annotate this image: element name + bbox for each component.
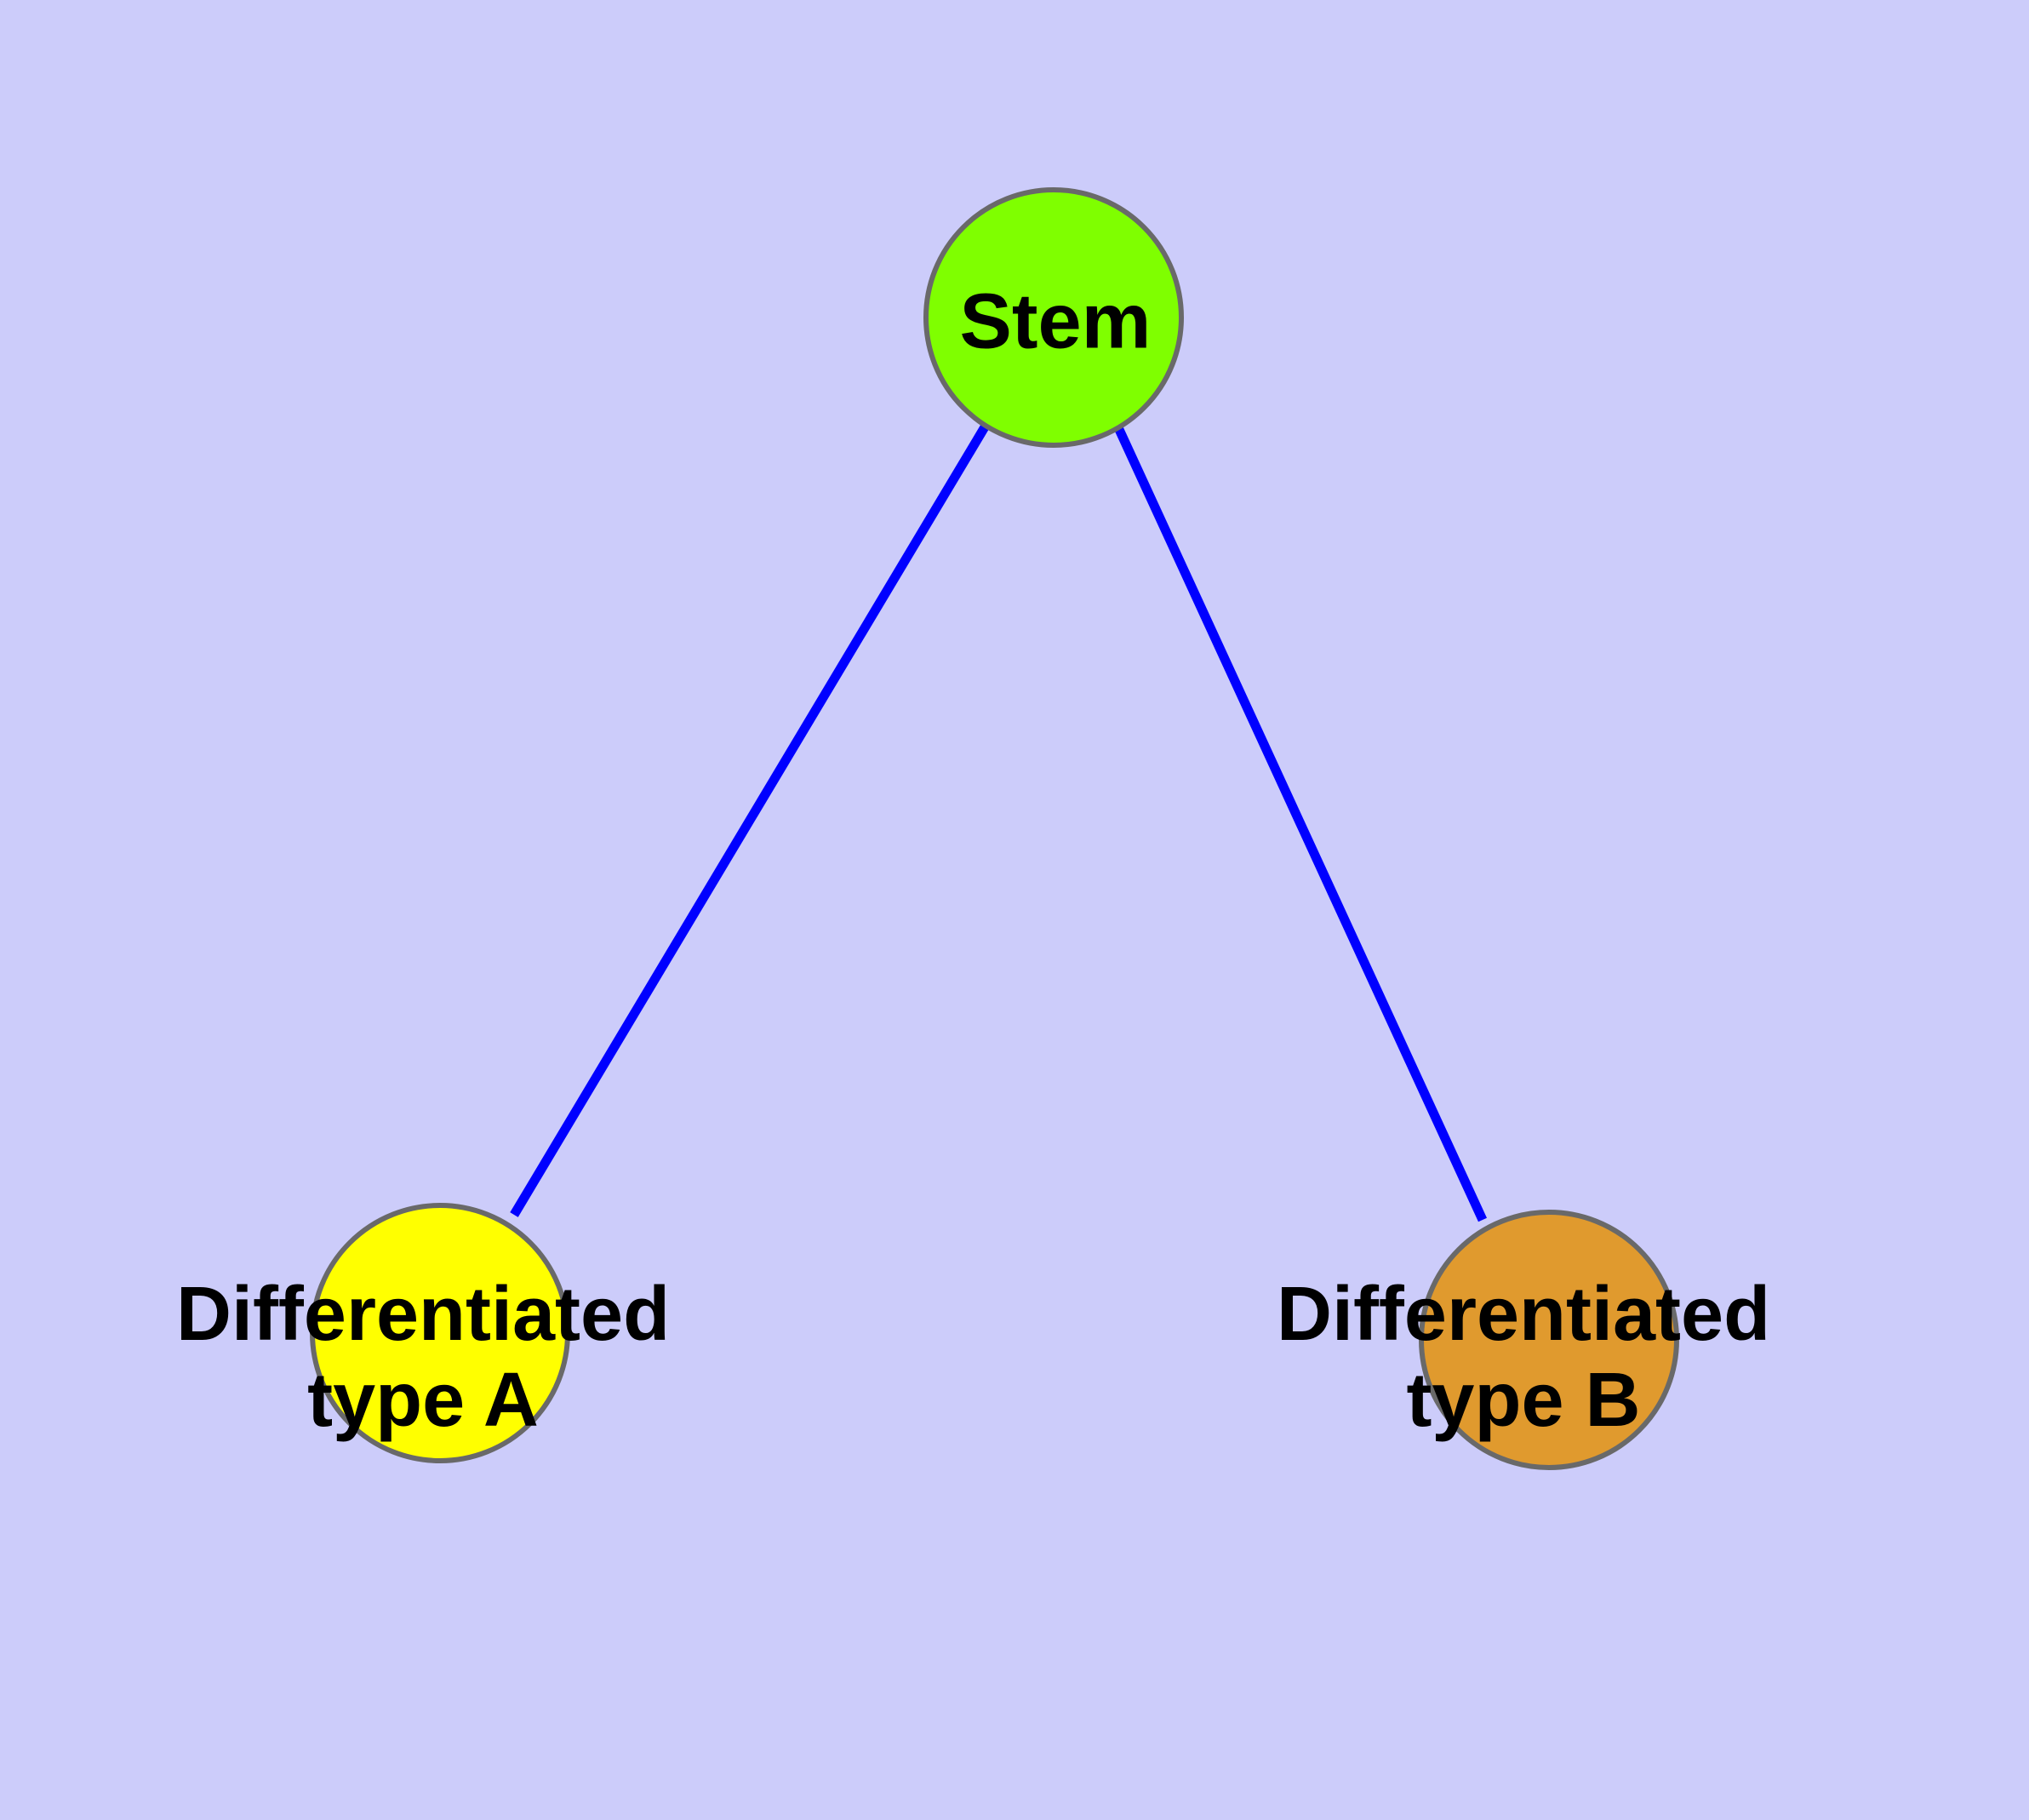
node-stem-circle[interactable] xyxy=(923,187,1184,448)
edge-stem-to-diff-a[interactable] xyxy=(510,423,990,1217)
edge-stem-to-diff-b[interactable] xyxy=(1112,421,1487,1222)
node-diff-b-circle[interactable] xyxy=(1419,1210,1679,1470)
node-layer xyxy=(310,187,1679,1470)
edge-layer xyxy=(510,421,1487,1222)
node-diff-a-circle[interactable] xyxy=(310,1203,570,1463)
